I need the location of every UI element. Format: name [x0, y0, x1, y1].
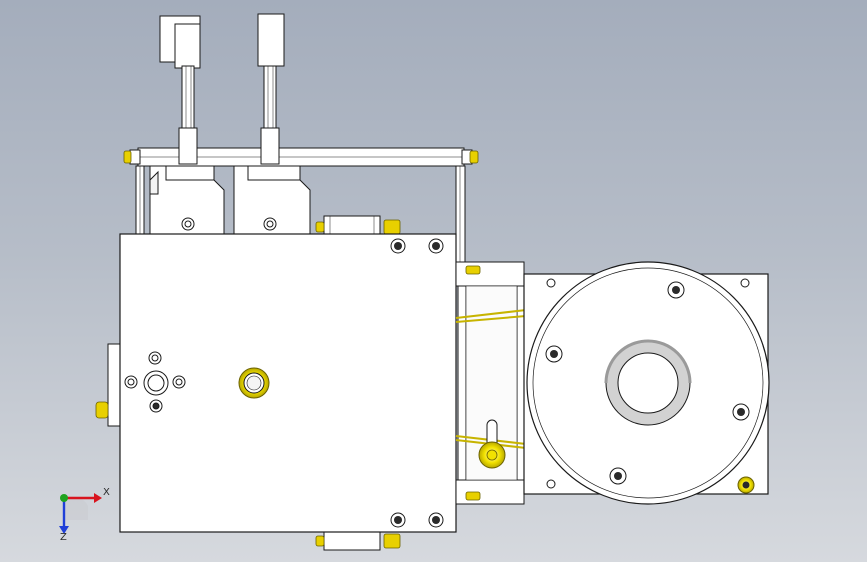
top-frame-rail	[129, 147, 473, 167]
y-axis-dot-icon	[60, 494, 68, 502]
rotary-bolt-icons	[545, 278, 750, 489]
triad-arrows	[59, 493, 102, 534]
rotary-yellow-fitting	[737, 476, 755, 494]
z-axis-label: Z	[60, 532, 67, 543]
top-valve-block	[323, 215, 381, 237]
central-bushing	[238, 367, 270, 399]
left-hole-cluster	[124, 351, 186, 413]
linkage-yellow-pins	[465, 265, 481, 501]
frame-yellow-caps	[123, 150, 479, 164]
right-cylinder	[233, 13, 311, 237]
left-cylinder	[149, 15, 225, 237]
plate-bolt-icons	[390, 238, 444, 528]
coordinate-triad: X Z	[44, 484, 114, 544]
z-axis-arrow-icon	[59, 498, 69, 534]
main-mounting-plate	[119, 233, 457, 533]
bottom-valve-fittings	[315, 533, 401, 549]
rotary-center-bore	[604, 339, 692, 426]
x-axis-label: X	[103, 487, 110, 498]
left-side-fitting	[95, 401, 109, 419]
linkage-cam-pin	[478, 419, 506, 469]
bottom-valve-block	[323, 531, 381, 551]
x-axis-arrow-icon	[64, 493, 102, 503]
